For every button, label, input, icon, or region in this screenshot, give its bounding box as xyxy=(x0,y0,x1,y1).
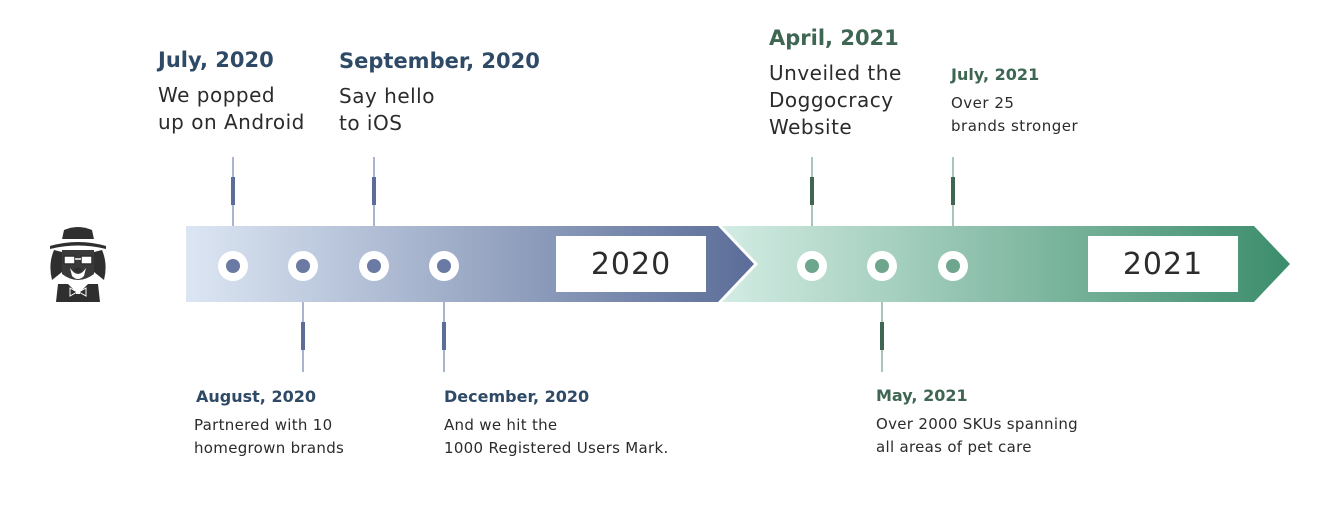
milestone-dot-inner xyxy=(226,259,240,273)
connector-line xyxy=(951,157,955,226)
event-description: Over 2000 SKUs spanning all areas of pet… xyxy=(876,415,1078,456)
event-april-2021: April, 2021 Unveiled the Doggocracy Webs… xyxy=(769,26,902,141)
connector-highlight xyxy=(880,322,884,350)
event-date: April, 2021 xyxy=(769,26,899,50)
connector-highlight xyxy=(301,322,305,350)
connector-highlight xyxy=(231,177,235,205)
milestone-dot xyxy=(938,251,968,281)
event-date: May, 2021 xyxy=(876,386,968,405)
connector-line xyxy=(231,157,235,226)
event-date: August, 2020 xyxy=(196,387,316,406)
connector-highlight xyxy=(442,322,446,350)
event-date: July, 2021 xyxy=(951,65,1040,84)
milestone-dot-inner xyxy=(805,259,819,273)
milestone-dot xyxy=(867,251,897,281)
event-date: July, 2020 xyxy=(158,48,274,72)
event-description: Partnered with 10 homegrown brands xyxy=(194,416,345,457)
milestone-dot xyxy=(797,251,827,281)
detective-dog-icon xyxy=(50,227,106,302)
milestone-dot-inner xyxy=(437,259,451,273)
milestone-dot xyxy=(429,251,459,281)
event-description: We popped up on Android xyxy=(158,83,305,134)
event-description: Over 25 brands stronger xyxy=(951,94,1079,135)
connector-line xyxy=(442,302,446,372)
connector-highlight xyxy=(372,177,376,205)
milestone-dot xyxy=(218,251,248,281)
milestone-dot-inner xyxy=(296,259,310,273)
event-may-2021: May, 2021 Over 2000 SKUs spanning all ar… xyxy=(876,386,1078,459)
event-august-2020: August, 2020 Partnered with 10 homegrown… xyxy=(194,387,344,460)
connector-line xyxy=(810,157,814,226)
event-description: And we hit the 1000 Registered Users Mar… xyxy=(444,416,669,457)
event-december-2020: December, 2020 And we hit the 1000 Regis… xyxy=(444,387,669,460)
event-description: Unveiled the Doggocracy Website xyxy=(769,61,902,139)
connector-line xyxy=(372,157,376,226)
milestone-dot-inner xyxy=(367,259,381,273)
year-box-2021: 2021 xyxy=(1088,236,1238,292)
milestone-dot-inner xyxy=(875,259,889,273)
event-date: December, 2020 xyxy=(444,387,590,406)
event-july-2021: July, 2021 Over 25 brands stronger xyxy=(951,65,1078,138)
milestone-dot xyxy=(288,251,318,281)
year-box-2020: 2020 xyxy=(556,236,706,292)
connector-highlight xyxy=(951,177,955,205)
event-description: Say hello to iOS xyxy=(339,84,435,135)
event-july-2020: July, 2020 We popped up on Android xyxy=(158,48,305,136)
year-label: 2020 xyxy=(590,246,672,282)
milestone-dot-inner xyxy=(946,259,960,273)
event-date: September, 2020 xyxy=(339,49,540,73)
connector-line xyxy=(301,302,305,372)
year-label: 2021 xyxy=(1122,246,1204,282)
connector-line xyxy=(880,302,884,372)
milestone-dot xyxy=(359,251,389,281)
connector-highlight xyxy=(810,177,814,205)
event-september-2020: September, 2020 Say hello to iOS xyxy=(339,49,540,137)
